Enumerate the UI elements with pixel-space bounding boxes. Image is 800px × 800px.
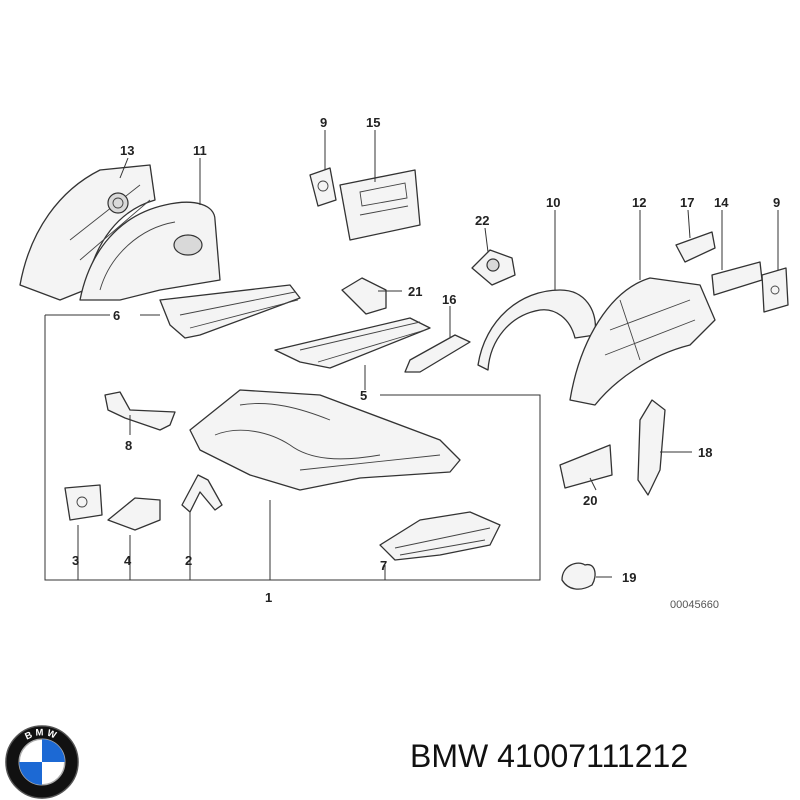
callout-9-top: 9 bbox=[320, 115, 327, 130]
part-9-bracket-right bbox=[761, 267, 789, 313]
part-18-strip bbox=[637, 399, 666, 496]
part-6-side-member bbox=[159, 284, 301, 339]
bmw-roundel-icon: BMW bbox=[5, 725, 79, 799]
callout-4: 4 bbox=[124, 553, 132, 568]
diagram-reference-number: 00045660 bbox=[670, 599, 719, 611]
part-19-plug bbox=[561, 562, 596, 590]
callout-19: 19 bbox=[622, 570, 636, 585]
part-10-arch-liner bbox=[477, 289, 597, 371]
callout-labels: 13 11 9 15 22 10 12 17 14 9 21 16 6 5 8 … bbox=[72, 115, 780, 611]
part-9-bracket-top bbox=[309, 167, 337, 207]
callout-22: 22 bbox=[475, 213, 489, 228]
leader-lines bbox=[44, 130, 779, 581]
callout-18: 18 bbox=[698, 445, 712, 460]
part-12-quarter-inner bbox=[569, 277, 716, 406]
callout-1: 1 bbox=[265, 590, 272, 605]
callout-3: 3 bbox=[72, 553, 79, 568]
callout-5: 5 bbox=[360, 388, 367, 403]
callout-17: 17 bbox=[680, 195, 694, 210]
callout-10: 10 bbox=[546, 195, 560, 210]
part-15-panel bbox=[339, 169, 421, 241]
part-number-label: BMW 41007111212 bbox=[410, 738, 689, 774]
part-8-bracket bbox=[104, 391, 176, 431]
part-7-cover bbox=[379, 511, 501, 561]
svg-text:BMW: BMW bbox=[23, 727, 60, 742]
part-22-mount bbox=[471, 249, 516, 286]
part-14-strip bbox=[711, 261, 763, 296]
callout-9-right: 9 bbox=[773, 195, 780, 210]
callout-21: 21 bbox=[408, 284, 422, 299]
part-21-bracket bbox=[341, 277, 387, 315]
callout-8: 8 bbox=[125, 438, 132, 453]
part-20-wedge bbox=[559, 444, 613, 489]
callout-2: 2 bbox=[185, 553, 192, 568]
callout-13: 13 bbox=[120, 143, 134, 158]
part-11-wheel-house bbox=[79, 201, 221, 301]
callout-11: 11 bbox=[193, 143, 207, 158]
part-5-cross-member bbox=[274, 317, 431, 369]
part-3-bracket bbox=[64, 484, 103, 521]
callout-14: 14 bbox=[714, 195, 729, 210]
callout-16: 16 bbox=[442, 292, 456, 307]
part-1-floor-pan bbox=[189, 389, 461, 491]
callout-20: 20 bbox=[583, 493, 597, 508]
callout-6: 6 bbox=[113, 308, 120, 323]
part-16-strut bbox=[404, 334, 471, 373]
part-4-plate bbox=[107, 497, 161, 531]
part-2-support bbox=[181, 474, 223, 513]
callout-15: 15 bbox=[366, 115, 380, 130]
part-17-bracket bbox=[675, 231, 716, 263]
callout-12: 12 bbox=[632, 195, 646, 210]
callout-7: 7 bbox=[380, 558, 387, 573]
